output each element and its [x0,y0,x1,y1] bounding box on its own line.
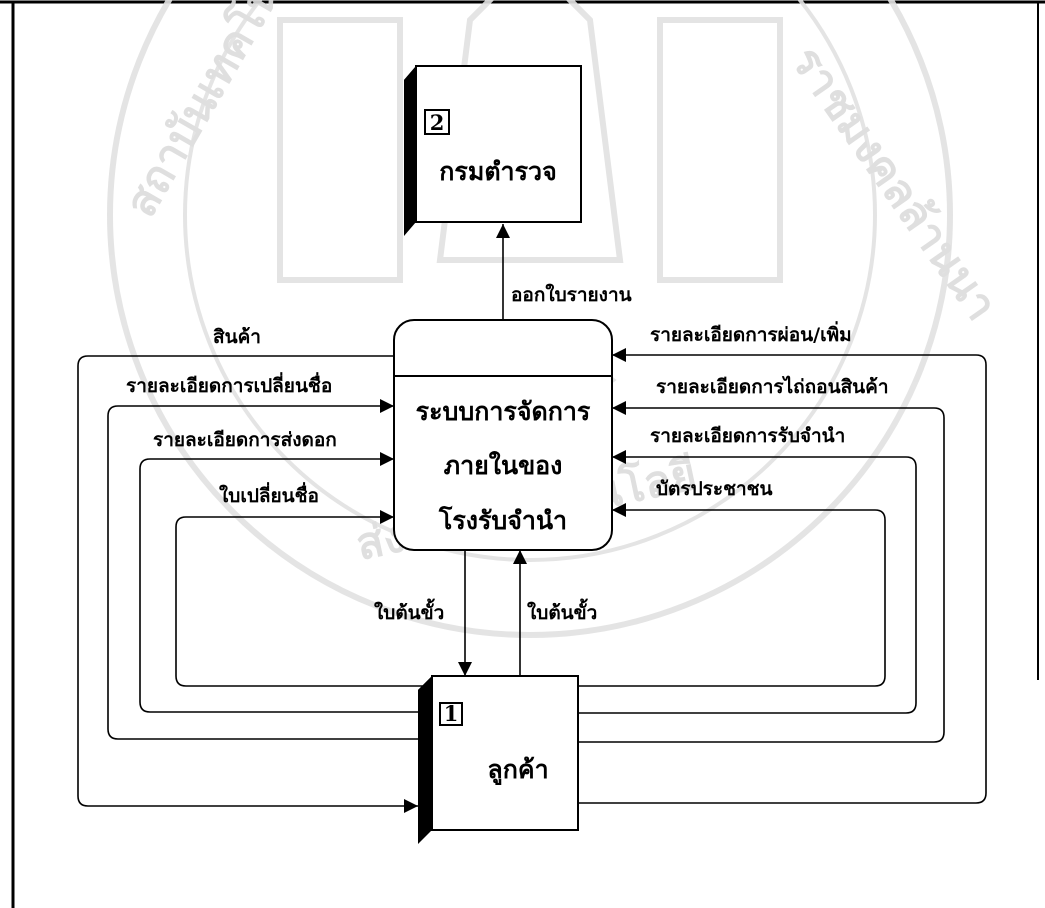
flow-installment-details-arrow [578,348,987,804]
flow-id-card-label: บัตรประชาชน [656,478,773,500]
watermark-text-left: สถาบันเทคโนโลยี [114,0,330,225]
flow-interest-details-arrow [139,452,432,713]
flow-interest-details-label: รายละเอียดการส่งดอก [153,429,337,451]
flow-installment-details-label: รายละเอียดการผ่อน/เพิ่ม [650,321,852,346]
flow-ticket-in-label: ใบต้นขั้ว [527,598,597,624]
flow-rename-slip-label: ใบเปลี่ยนชื่อ [219,482,319,507]
process-line-1: ระบบการจัดการ [416,397,591,426]
flow-pawn-details-label: รายละเอียดการรับจำนำ [650,425,845,447]
flow-report-label: ออกใบรายงาน [511,283,632,306]
process-line-3: โรงรับจำนำ [438,505,567,535]
process-line-2: ภายในของ [444,450,563,480]
flow-id-card-arrow [578,503,886,687]
entity-customer-number: 1 [444,701,459,726]
flow-goods-arrow [77,355,418,813]
flow-redeem-details-arrow [578,401,945,743]
entity-police: 2 กรมตำรวจ [404,65,582,236]
entity-customer: 1 ลูกค้า [418,675,579,844]
flow-pawn-details-arrow [578,450,917,714]
entity-customer-name: ลูกค้า [487,755,548,786]
flow-rename-details-label: รายละเอียดการเปลี่ยนชื่อ [126,372,332,397]
process-pawnshop-system: ระบบการจัดการ ภายในของ โรงรับจำนำ [393,319,613,551]
watermark-text-right: ราชมงคลล้านนา [781,37,1007,330]
flow-rename-slip-arrow [175,510,432,687]
entity-police-number: 2 [430,110,445,135]
flow-ticket-out-label: ใบต้นขั้ว [374,598,444,624]
flow-rename-details-arrow [107,399,432,740]
flow-redeem-details-label: รายละเอียดการไถ่ถอนสินค้า [656,375,889,398]
entity-police-name: กรมตำรวจ [439,157,556,186]
flow-goods-label: สินค้า [213,326,261,348]
